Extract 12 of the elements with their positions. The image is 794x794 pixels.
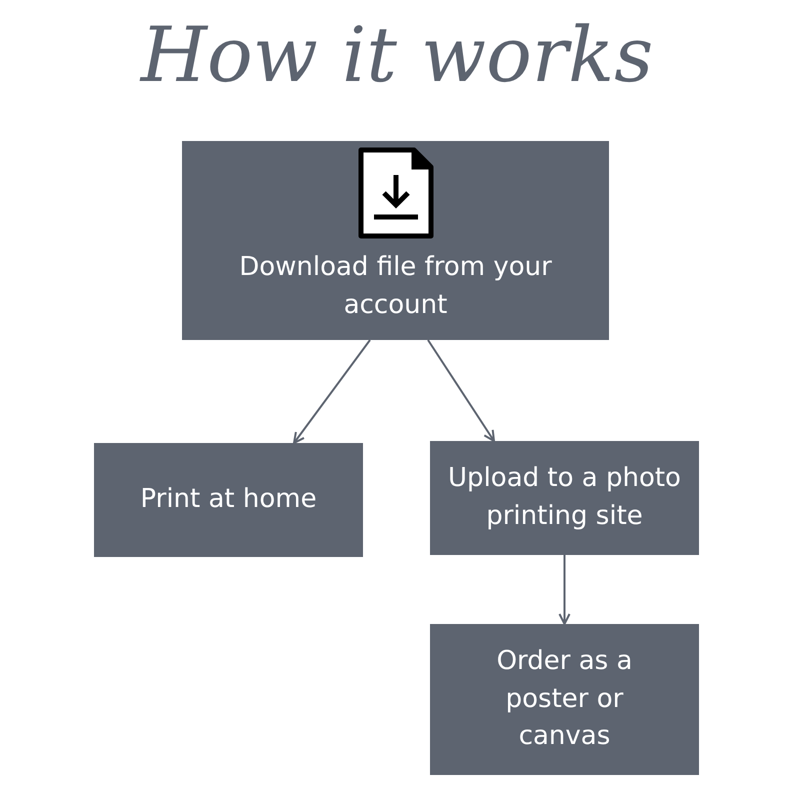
arrow bbox=[558, 555, 570, 625]
process-box bbox=[430, 624, 699, 775]
process-box bbox=[94, 443, 363, 557]
title: How it works bbox=[138, 10, 654, 99]
box-text: Print at home bbox=[140, 483, 317, 516]
arrow bbox=[293, 339, 371, 444]
box-text: Order as a poster or canvas bbox=[496, 644, 634, 754]
box-text: Download file from your account bbox=[238, 251, 553, 322]
arrow bbox=[427, 339, 495, 442]
process-box bbox=[430, 441, 699, 555]
box-text: Upload to a photo printing site bbox=[447, 462, 682, 533]
process-box bbox=[182, 141, 609, 340]
